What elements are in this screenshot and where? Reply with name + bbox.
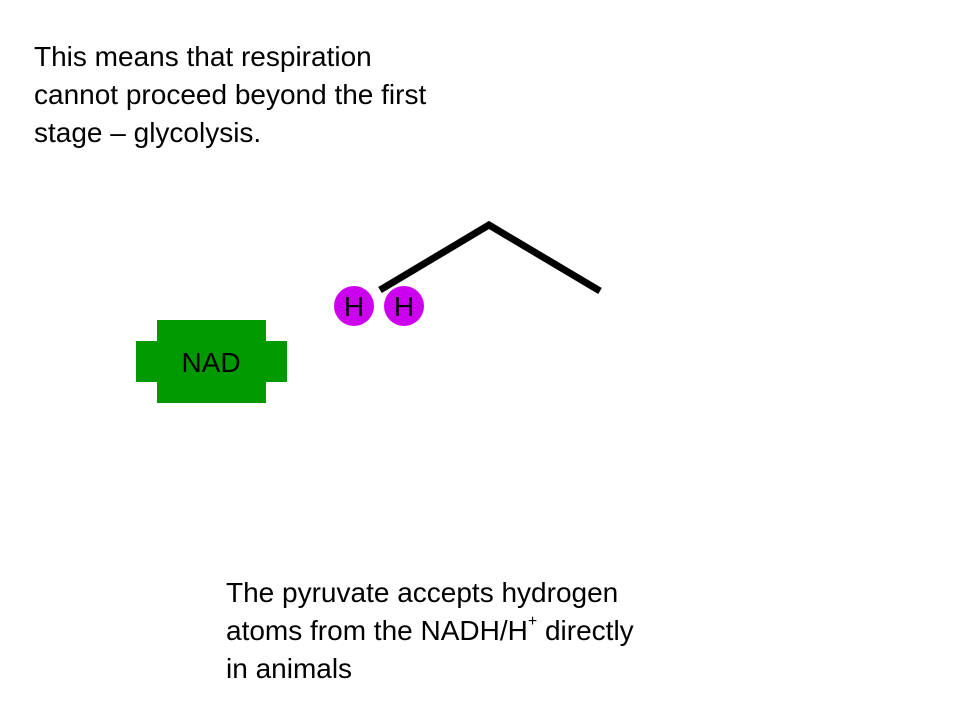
pyruvate-shape bbox=[378, 220, 602, 295]
hydrogen-atom-1-circle bbox=[334, 286, 374, 326]
nad-molecule: NAD bbox=[136, 320, 287, 403]
bottom-caption-line-1: The pyruvate accepts hydrogen bbox=[226, 577, 619, 608]
bottom-caption-line-2-main: atoms from the NADH/H bbox=[226, 615, 528, 646]
bottom-caption-line-3: in animals bbox=[226, 653, 353, 684]
plus-superscript: + bbox=[527, 612, 538, 630]
nad-label: NAD bbox=[181, 347, 240, 378]
bottom-caption: The pyruvate accepts hydrogen atoms from… bbox=[226, 574, 634, 688]
top-caption: This means that respiration cannot proce… bbox=[34, 38, 426, 152]
top-caption-line-3: stage – glycolysis. bbox=[34, 117, 262, 148]
hydrogen-atom-1-label: H bbox=[344, 291, 364, 322]
bottom-caption-line-2: atoms from the NADH/H+ directly bbox=[226, 612, 634, 650]
hydrogen-atom-1: H bbox=[334, 286, 374, 326]
top-caption-line-2: cannot proceed beyond the first bbox=[34, 79, 427, 110]
hydrogen-atom-2: H bbox=[384, 286, 424, 326]
nad-shape bbox=[136, 320, 287, 403]
hydrogen-atom-2-circle bbox=[384, 286, 424, 326]
top-caption-line-1: This means that respiration bbox=[34, 41, 372, 72]
bottom-caption-line-2-end: directly bbox=[537, 615, 634, 646]
hydrogen-atom-2-label: H bbox=[394, 291, 414, 322]
